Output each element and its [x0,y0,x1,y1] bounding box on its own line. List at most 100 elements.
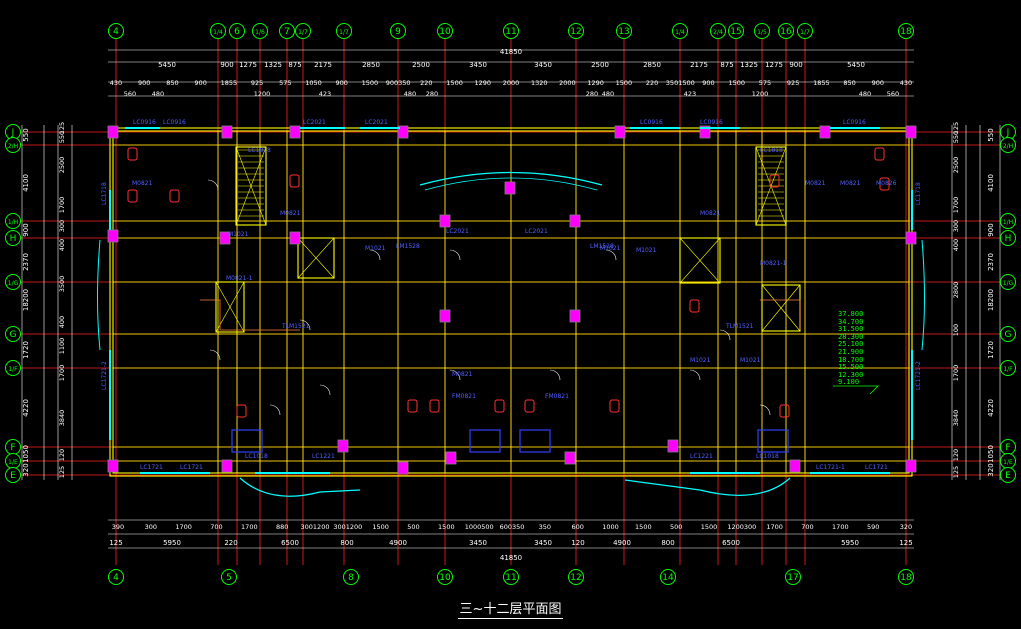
column [569,309,581,323]
room-label: LC1718 [101,182,108,205]
axis-bubble [898,569,914,585]
dimension-value: 18200 [987,289,995,311]
axis-label: 11 [505,27,516,37]
axis-bubble [336,23,352,39]
door-swing [209,349,221,361]
dimension-value: 800 [340,539,353,547]
axis-label: 6 [234,27,240,37]
dimension-value: 1700 [766,523,783,531]
axis-bubble [108,569,124,585]
column [667,439,679,453]
dimension-value: 2850 [362,61,380,69]
dimension-value: 1500 [438,523,455,531]
wall-outline [109,127,913,477]
room-details [97,127,925,497]
room-label: M1021 [365,245,386,252]
door-swing [689,369,701,381]
stair-diagonal [297,237,335,279]
axis-label: 1/4 [675,29,685,36]
dimension-value: 925 [787,79,799,87]
walls [107,125,917,477]
axis-label: 11 [505,573,516,583]
axis-bubble [1000,467,1016,483]
axis-label: J [11,128,15,138]
detail-line [200,299,300,331]
dimension-value: 3500 [58,276,66,293]
axis-bubble [898,23,914,39]
room-label: FM0821 [545,393,569,400]
axis-bubble [660,569,676,585]
dimension-value: 300 [952,220,960,232]
door-swing [449,249,461,261]
dimension-value: 800 [661,539,674,547]
dimension-value: 6500 [722,539,740,547]
sanitary-fixture [407,399,418,413]
side-bay [921,239,925,351]
sanitary-fixture [689,299,700,313]
sanitary-fixture [769,174,780,188]
column [504,181,516,195]
axis-label: 1/G [8,280,19,287]
dimension-value: 1700 [832,523,849,531]
axis-label: 15 [730,27,741,37]
axis-label: 14 [662,573,674,583]
dimension-value: 1050 [987,445,995,463]
axis-label: 16 [780,27,792,37]
axis-bubble [5,326,21,342]
dimension-value: 900 [702,79,714,87]
dimension-value: 900 [987,223,995,236]
room-label: M1021 [740,357,761,364]
dimension-value: 3450 [469,61,487,69]
room-label: LC1221 [312,453,335,460]
dimension-value: 900350 [386,79,411,87]
axis-bubble [728,23,744,39]
column [819,125,831,139]
level-marker [833,385,879,395]
dimension-value: 1500 [635,523,652,531]
axis-bubble [616,23,632,39]
dimension-value: 120 [952,449,960,461]
dimension-value: 590 [867,523,879,531]
room-label: LC0916 [700,119,723,126]
dimension-value: 1500 [446,79,463,87]
axis-bubble [797,23,813,39]
dimension-value: 925 [251,79,263,87]
axis-label: 1/4 [213,29,223,36]
room-label: LM1528 [590,243,614,250]
dimension-value: 2175 [690,61,708,69]
axis-label: 1/F [1003,366,1013,373]
dimension-value: 350 [539,523,551,531]
axis-bubble [1000,274,1016,290]
column [289,125,301,139]
dimension-value: 400 [952,239,960,251]
axis-bubble [1000,326,1016,342]
dimension-value: 120 [58,449,66,461]
room-label: TLM1521 [281,323,310,330]
room-label: M1021 [600,245,621,252]
door-swing [719,329,731,341]
room-label: M1021 [636,247,657,254]
axis-bubble [5,213,21,229]
dimension-value: 125 [58,122,66,134]
dimension-value: 600350 [500,523,525,531]
axis-label: 13 [618,27,629,37]
dimension-value: 1000 [602,523,619,531]
drawing-title-text: 三~十二层平面图 [457,602,564,619]
sanitary-fixture [127,147,138,161]
column [219,231,231,245]
dimension-value: 4900 [389,539,407,547]
axis-bubble [5,467,21,483]
dimension-value: 430 [900,79,912,87]
room-label: M0821 [452,371,473,378]
floor-level: 18.700 [838,355,864,364]
door-swing [759,404,771,416]
dimension-value: 3001200 [301,523,330,531]
room-label: M0821 [840,180,861,187]
room-label: LC2021 [303,119,326,126]
axis-bubble [778,23,794,39]
floor-level: 15.500 [838,363,864,372]
dimension-value: 300 [145,523,157,531]
dimension-value: 3450 [534,539,552,547]
dimension-value: 1500 [362,79,379,87]
